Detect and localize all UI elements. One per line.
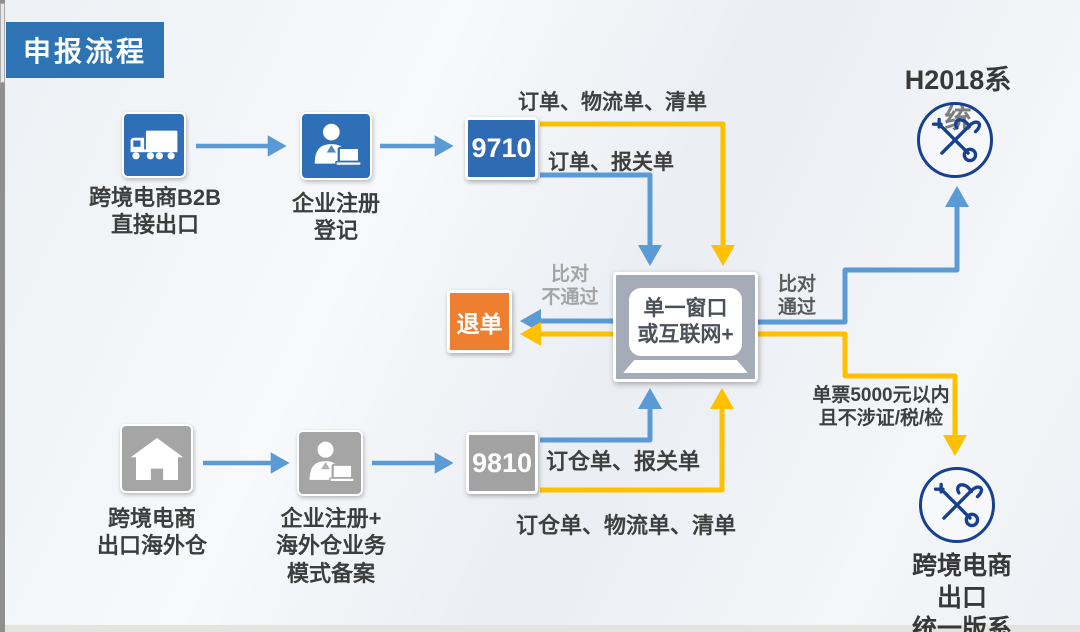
overseas-docs-blue-label: 订仓单、报关单 xyxy=(546,449,701,474)
person-laptop-icon xyxy=(314,123,362,167)
reject-node: 退单 xyxy=(447,290,512,353)
customs-emblem-icon xyxy=(931,117,982,163)
unified-system-node xyxy=(919,467,995,543)
bottom-edge-strip xyxy=(5,625,1080,632)
code-9710-box: 9710 xyxy=(465,117,538,180)
edge-pass-blue-h2018 xyxy=(758,186,969,325)
b2b-source-node xyxy=(122,112,186,178)
pass-condition-label: 比对 通过 xyxy=(777,274,817,318)
overseas-source-node xyxy=(120,424,193,493)
h2018-system-node xyxy=(917,102,993,178)
person-laptop-icon xyxy=(309,441,355,483)
edge-pass-yellow-unified xyxy=(758,331,968,456)
overseas-docs-yellow-label: 订仓单、物流单、清单 xyxy=(516,513,737,538)
overseas-register-label: 企业注册+ 海外仓业务 模式备案 xyxy=(275,506,387,586)
edge-9810-yellow xyxy=(540,388,734,493)
single-window-label: 单一窗口 或互联网+ xyxy=(629,288,742,356)
left-scrollbar-thumb[interactable] xyxy=(0,3,5,83)
b2b-register-node xyxy=(300,112,372,180)
reject-condition-label: 比对 不通过 xyxy=(541,264,599,308)
overseas-source-label: 跨境电商 出口海外仓 xyxy=(96,506,208,559)
edge-9810-blue xyxy=(540,388,662,443)
code-9810-box: 9810 xyxy=(466,432,538,494)
overseas-register-node xyxy=(297,430,363,496)
laptop-base xyxy=(623,360,748,373)
truck-icon xyxy=(130,130,178,160)
b2b-docs-blue-label: 订单、报关单 xyxy=(548,151,674,174)
customs-emblem-icon xyxy=(933,482,984,528)
amount-condition-label: 单票5000元以内 且不涉证/税/检 xyxy=(812,385,950,429)
b2b-register-label: 企业注册 登记 xyxy=(291,191,381,244)
edge-9710-yellow xyxy=(540,121,736,266)
warehouse-icon xyxy=(130,437,183,480)
b2b-docs-yellow-label: 订单、物流单、清单 xyxy=(518,91,707,114)
page-title: 申报流程 xyxy=(6,22,164,78)
left-scrollbar-track xyxy=(0,0,5,632)
single-window-node: 单一窗口 或互联网+ xyxy=(613,272,758,382)
unified-system-label: 跨境电商出口 统一版系统 xyxy=(911,552,1012,632)
edge-9710-blue xyxy=(540,172,663,266)
b2b-source-label: 跨境电商B2B 直接出口 xyxy=(88,185,222,238)
